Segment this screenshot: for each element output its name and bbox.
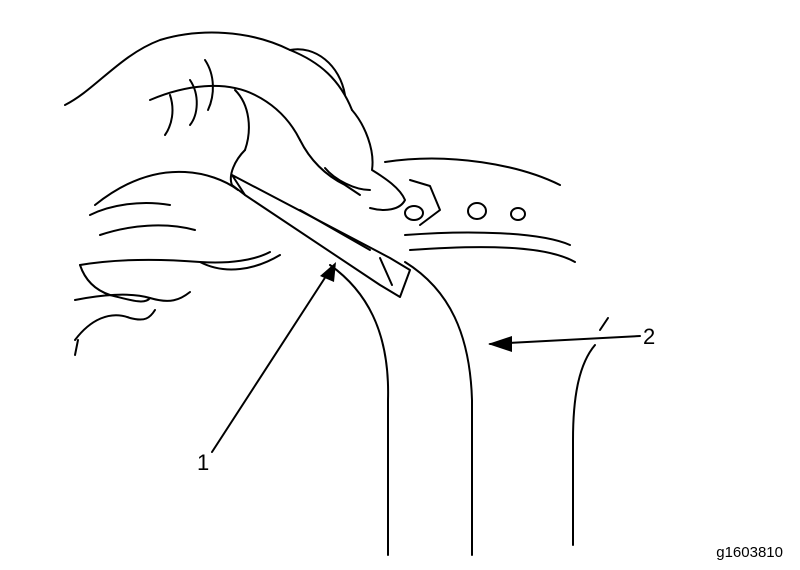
arrowhead-2	[488, 336, 512, 352]
callout-leaders	[211, 269, 641, 453]
housing-outline	[384, 157, 576, 263]
arrowhead-1	[320, 262, 336, 282]
housing-right-contour	[572, 317, 609, 546]
leader-2	[489, 335, 641, 345]
callout-2: 2	[643, 324, 655, 349]
seal-strip	[329, 261, 473, 556]
leader-1	[211, 269, 331, 453]
callout-1: 1	[197, 450, 209, 475]
gloved-hand	[64, 31, 406, 356]
figure-id: g1603810	[716, 544, 783, 561]
cutter-tool	[231, 174, 411, 298]
